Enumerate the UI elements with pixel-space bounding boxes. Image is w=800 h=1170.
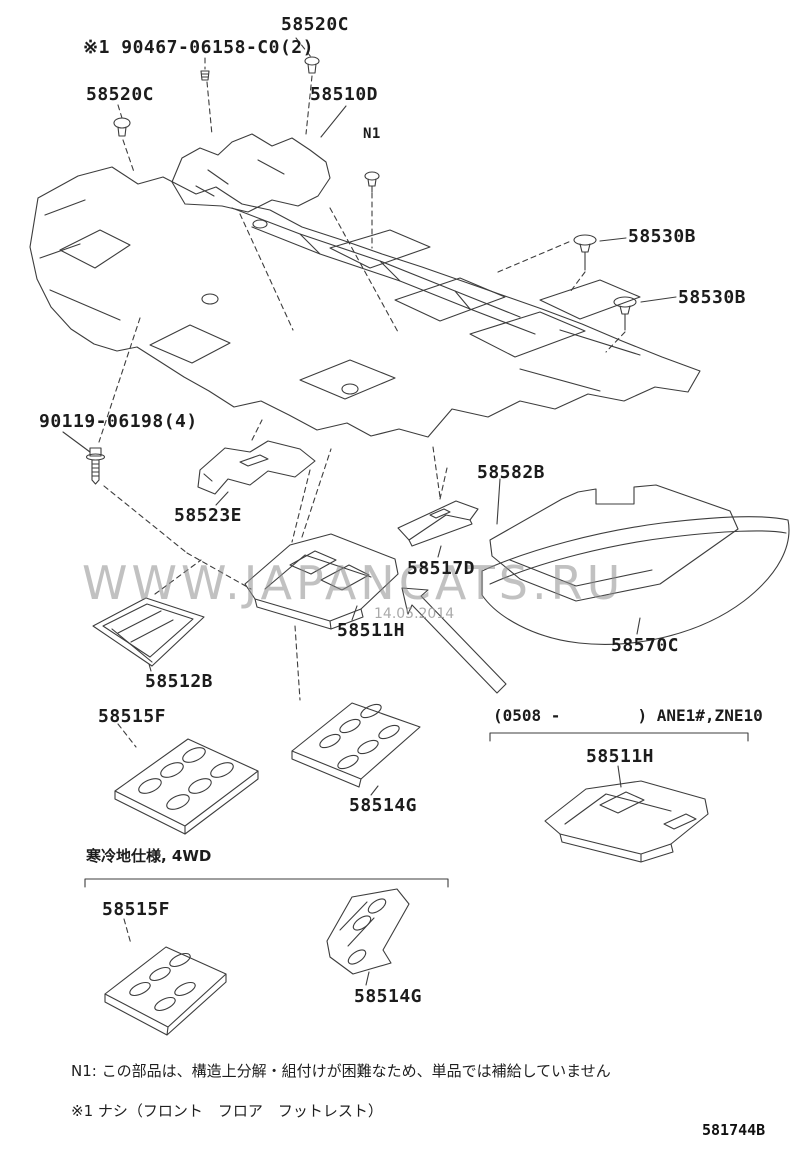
callout-bolt: 90119-06198(4) <box>39 411 198 432</box>
clip-fasteners <box>113 56 637 331</box>
pad-f2-drawing <box>104 946 227 1036</box>
pad-f1-drawing <box>114 738 259 835</box>
sill-strip-drawing <box>397 500 479 547</box>
callout-clip-rear-upper: 58530B <box>628 226 697 247</box>
callout-floor-carpet: 58510D <box>310 84 379 105</box>
callout-footrest-alt: 58511H <box>586 746 655 767</box>
callout-pad-g2: 58514G <box>354 986 423 1007</box>
callout-sill-strip: 58517D <box>407 558 476 579</box>
footnote-asterisk: ※1 ナシ（フロント フロア フットレスト） <box>71 1102 383 1120</box>
callout-pad-f1: 58515F <box>98 706 167 727</box>
watermark-text: WWW.JAPANCATS.RU <box>82 556 625 610</box>
bolt-drawing <box>85 447 106 485</box>
heel-pad-drawing <box>92 597 205 667</box>
bracket-drawing <box>197 440 316 495</box>
callout-clip-top: 58520C <box>281 14 350 35</box>
callout-bracket: 58523E <box>174 505 243 526</box>
drawing-code: 581744B <box>702 1121 766 1139</box>
pad-g2-drawing <box>326 888 410 975</box>
rear-carpet-drawing <box>481 516 790 645</box>
footnote-n1: N1: この部品は、構造上分解・組付けが困難なため、単品では補給していません <box>71 1062 611 1080</box>
footrest-main-drawing <box>244 533 399 630</box>
callout-pad-g1: 58514G <box>349 795 418 816</box>
watermark-date: 14.05.2014 <box>374 606 455 622</box>
dashed-leader-lines <box>98 37 626 945</box>
callout-pad-f2: 58515F <box>102 899 171 920</box>
applicability-bracket <box>489 732 749 742</box>
pointer-arrow <box>401 587 507 694</box>
footrest-alt-drawing <box>544 780 709 863</box>
callout-grommet-ref: ※1 90467-06158-C0(2) <box>83 37 314 58</box>
pad-g1-drawing <box>291 702 421 788</box>
callout-n1-marker: N1 <box>363 126 381 142</box>
callout-clip-rear-lower: 58530B <box>678 287 747 308</box>
dash-silencer-drawing <box>171 133 331 213</box>
solid-leader-lines <box>62 105 677 986</box>
cold-spec-bracket <box>84 878 449 888</box>
callout-clip-left: 58520C <box>86 84 155 105</box>
callout-footrest-main: 58511H <box>337 620 406 641</box>
floor-carpet-drawing <box>29 166 701 438</box>
callout-heel-pad: 58512B <box>145 671 214 692</box>
callout-rear-floor-mat: 58582B <box>477 462 546 483</box>
callout-applicability: (0508 - ) ANE1#,ZNE10 <box>493 706 763 725</box>
callout-rear-carpet: 58570C <box>611 635 680 656</box>
rear-floor-mat-drawing <box>489 484 739 602</box>
callout-cold-climate-spec: 寒冷地仕様, 4WD <box>86 847 212 865</box>
